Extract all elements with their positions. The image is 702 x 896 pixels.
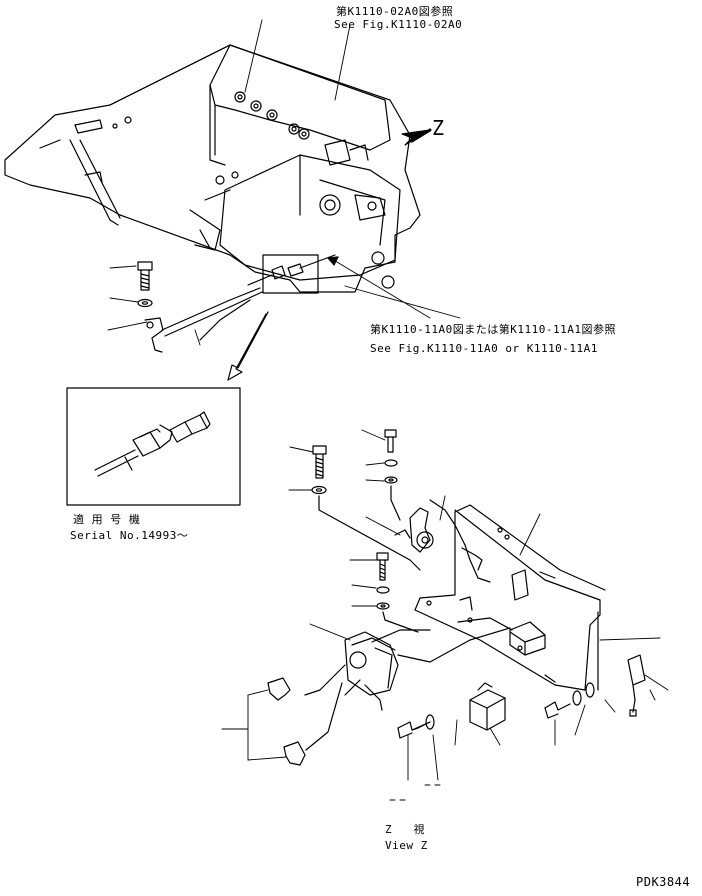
plate-relay bbox=[457, 617, 546, 656]
detail-callout-arrow-icon bbox=[227, 311, 269, 381]
mounting-plate bbox=[414, 504, 606, 691]
frame-plate bbox=[4, 44, 421, 293]
sensor-component bbox=[267, 627, 511, 766]
leader-lines-upper bbox=[244, 19, 461, 319]
leader-arrowhead-icon bbox=[327, 256, 339, 266]
upper-bracket bbox=[209, 44, 391, 185]
control-box-body bbox=[189, 154, 401, 289]
serial-label-jp: 適 用 号 機 bbox=[73, 513, 141, 526]
bolt-washer-clamp-group bbox=[107, 261, 263, 353]
view-arrow-label: Z bbox=[432, 116, 445, 140]
lower-relay bbox=[469, 682, 506, 731]
terminal-bracket bbox=[221, 689, 287, 761]
dash-marks bbox=[389, 784, 441, 801]
serial-number: Serial No.14993～ bbox=[70, 529, 189, 542]
drawing-code: PDK3844 bbox=[636, 875, 691, 889]
connector-location-box bbox=[247, 254, 336, 294]
mid-reference-en: See Fig.K1110-11A0 or K1110-11A1 bbox=[370, 342, 598, 355]
view-z-label-jp: Z 視 bbox=[385, 823, 425, 836]
view-z-label-en: View Z bbox=[385, 839, 428, 852]
lower-bolts bbox=[397, 654, 646, 739]
view-z-arrow-icon bbox=[401, 128, 432, 146]
bolt-stack-top bbox=[311, 429, 421, 633]
top-reference-jp: 第K1110-02A0図参照 bbox=[336, 5, 454, 18]
mid-reference-jp: 第K1110-11A0図または第K1110-11A1図参照 bbox=[370, 323, 616, 336]
leader-lines-lower bbox=[288, 429, 669, 781]
detail-box bbox=[66, 387, 241, 506]
switch-assembly bbox=[394, 499, 491, 583]
top-reference-en: See Fig.K1110-02A0 bbox=[334, 18, 463, 31]
